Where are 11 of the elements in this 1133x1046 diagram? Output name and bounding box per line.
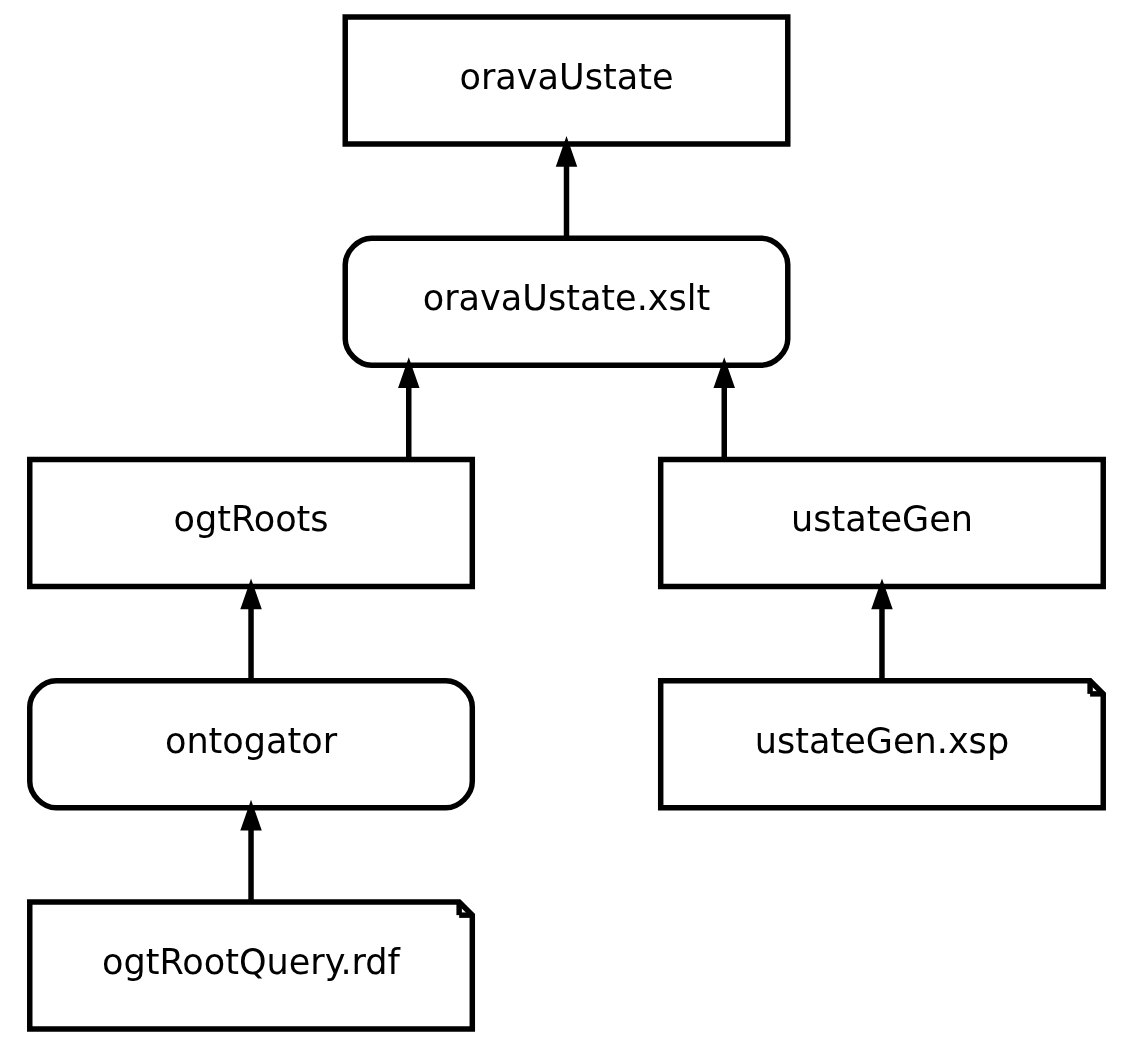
arrow xyxy=(240,578,262,681)
node-box: oravaUstate xyxy=(342,14,791,147)
arrow xyxy=(713,357,735,459)
node-box: ustateGen xyxy=(657,456,1106,590)
arrow xyxy=(871,578,893,681)
node-box: ontogator xyxy=(27,678,476,811)
arrow xyxy=(398,357,420,459)
arrow xyxy=(555,136,578,238)
arrow xyxy=(240,799,262,902)
node-box: oravaUstate.xslt xyxy=(342,235,791,368)
node-box: ogtRoots xyxy=(27,456,476,590)
